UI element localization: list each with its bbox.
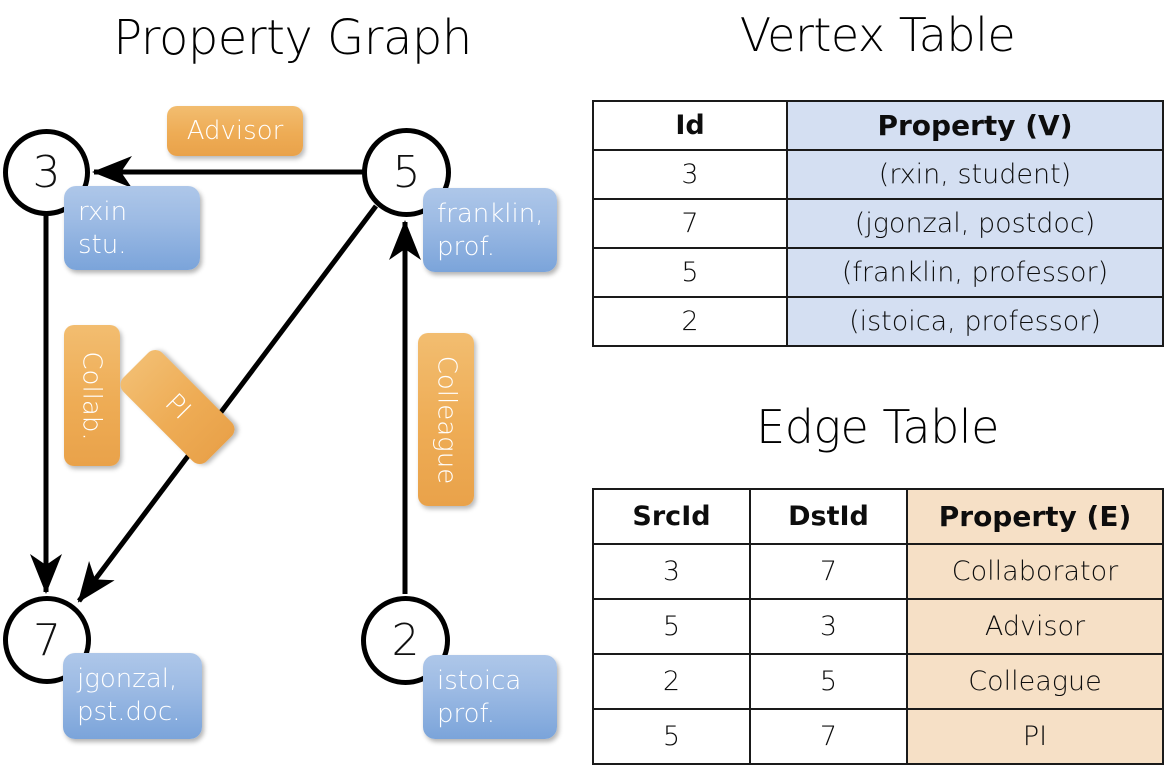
table-row[interactable]: 5 3 Advisor — [592, 598, 1164, 655]
edge-table-header-row: SrcId DstId Property (E) — [592, 488, 1164, 545]
vertex-row-2-id: 5 — [592, 247, 788, 298]
vertex-table-header-row: Id Property (V) — [592, 100, 1164, 151]
vertex-property-bubble-3: rxin stu. — [64, 186, 200, 270]
vertex-property-bubble-7: jgonzal, pst.doc. — [63, 653, 202, 739]
vertex-row-3-property: (istoica, professor) — [786, 296, 1164, 347]
vertex-table: Id Property (V) 3 (rxin, student) 7 (jgo… — [592, 100, 1164, 347]
vertex-row-1-property: (jgonzal, postdoc) — [786, 198, 1164, 249]
edge-label-pi-text: PI — [158, 388, 197, 426]
vertex-property-3-line1: rxin — [78, 197, 128, 227]
edge-row-1-property: Advisor — [906, 598, 1164, 655]
table-row[interactable]: 3 (rxin, student) — [592, 149, 1164, 200]
edge-row-2-dst: 5 — [749, 653, 908, 710]
vertex-row-3-id: 2 — [592, 296, 788, 347]
edge-row-0-dst: 7 — [749, 543, 908, 600]
edge-row-2-property: Colleague — [906, 653, 1164, 710]
edge-5-to-7 — [77, 204, 378, 603]
table-row[interactable]: 5 (franklin, professor) — [592, 247, 1164, 298]
edge-row-1-dst: 3 — [749, 598, 908, 655]
table-row[interactable]: 2 5 Colleague — [592, 653, 1164, 710]
vertex-property-bubble-2: istoica prof. — [423, 655, 557, 739]
edge-label-advisor: Advisor — [167, 106, 303, 156]
graph-node-3-label: 3 — [32, 147, 61, 198]
vertex-property-5-line1: franklin, — [437, 199, 544, 229]
edge-table-col-property: Property (E) — [906, 488, 1164, 545]
graph-node-7-label: 7 — [33, 614, 61, 666]
edge-table-col-srcid: SrcId — [592, 488, 751, 545]
edge-row-3-property: PI — [906, 708, 1164, 765]
edge-row-2-src: 2 — [592, 653, 751, 710]
vertex-property-2-line1: istoica — [437, 666, 522, 696]
edge-row-3-dst: 7 — [749, 708, 908, 765]
page-title-property-graph: Property Graph — [113, 10, 472, 66]
edge-table-col-dstid: DstId — [749, 488, 908, 545]
edge-row-0-property: Collaborator — [906, 543, 1164, 600]
vertex-property-bubble-5: franklin, prof. — [423, 188, 557, 272]
table-row[interactable]: 2 (istoica, professor) — [592, 296, 1164, 347]
edge-row-1-src: 5 — [592, 598, 751, 655]
vertex-row-1-id: 7 — [592, 198, 788, 249]
vertex-property-3-line2: stu. — [78, 229, 127, 260]
page-title-vertex-table: Vertex Table — [739, 8, 1016, 62]
table-row[interactable]: 5 7 PI — [592, 708, 1164, 765]
table-row[interactable]: 3 7 Collaborator — [592, 543, 1164, 600]
edge-label-collab-text: Collab. — [77, 350, 107, 441]
vertex-property-5-line2: prof. — [437, 231, 496, 262]
graph-node-2-label: 2 — [391, 615, 420, 666]
graph-node-2[interactable]: 2 — [361, 596, 450, 685]
vertex-row-0-id: 3 — [592, 149, 788, 200]
vertex-table-col-id: Id — [592, 100, 788, 151]
graph-node-5[interactable]: 5 — [362, 128, 451, 217]
page-title-edge-table: Edge Table — [756, 400, 999, 454]
edge-label-advisor-text: Advisor — [186, 116, 284, 146]
graph-edges-svg — [30, 156, 421, 603]
vertex-row-2-property: (franklin, professor) — [786, 247, 1164, 298]
vertex-property-2-line2: prof. — [437, 698, 496, 729]
property-graph-panel: Property Graph 3 5 7 2 — [0, 0, 585, 760]
vertex-property-7-line1: jgonzal, — [77, 664, 178, 694]
vertex-row-0-property: (rxin, student) — [786, 149, 1164, 200]
vertex-property-7-line2: pst.doc. — [77, 696, 181, 727]
edge-row-0-src: 3 — [592, 543, 751, 600]
edge-row-3-src: 5 — [592, 708, 751, 765]
table-row[interactable]: 7 (jgonzal, postdoc) — [592, 198, 1164, 249]
vertex-table-col-property: Property (V) — [786, 100, 1164, 151]
edge-label-colleague-text: Colleague — [431, 355, 462, 484]
graph-node-5-label: 5 — [392, 147, 421, 198]
edge-table: SrcId DstId Property (E) 3 7 Collaborato… — [592, 488, 1164, 765]
edge-label-colleague: Colleague — [418, 333, 474, 506]
edge-label-collab: Collab. — [64, 325, 120, 466]
